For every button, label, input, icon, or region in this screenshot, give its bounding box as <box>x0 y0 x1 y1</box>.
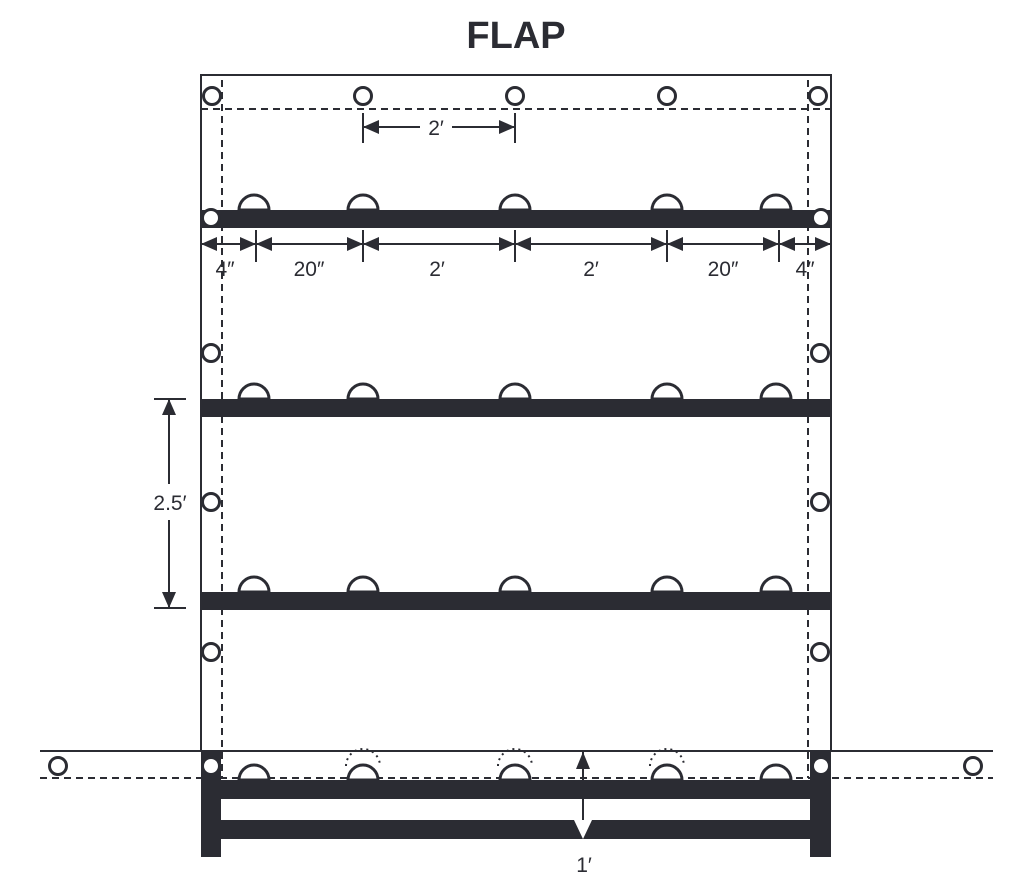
grommet-icon <box>657 86 677 106</box>
grommet-icon <box>810 492 830 512</box>
dotted-ring-outline <box>497 748 533 767</box>
arrowhead-down <box>162 592 176 608</box>
dotted-ring-outline <box>649 748 685 767</box>
d-ring-icon <box>237 193 271 212</box>
dotted-ring-outline <box>345 748 381 767</box>
diagram-title: FLAP <box>466 15 565 57</box>
grommet-icon <box>810 642 830 662</box>
arrowhead-up <box>576 752 590 769</box>
d-ring-icon <box>498 193 532 212</box>
row-dim-label-3: 2′ <box>429 258 445 281</box>
arrowhead-right <box>240 237 256 251</box>
d-ring-icon <box>237 763 271 782</box>
arrowhead-up <box>162 399 176 415</box>
base-bar-upper <box>201 780 831 799</box>
row-dim-label-6: 4″ <box>795 258 815 281</box>
strap-bar <box>201 399 831 417</box>
arrowhead-left <box>515 237 531 251</box>
d-ring-icon <box>237 575 271 594</box>
d-ring-icon <box>346 193 380 212</box>
row-dim-label-1: 4″ <box>215 258 235 281</box>
arrowhead-left <box>779 237 795 251</box>
arrowhead-right <box>499 237 515 251</box>
grommet-icon <box>811 208 831 228</box>
arrowhead-left <box>363 120 379 134</box>
arrowhead-left <box>667 237 683 251</box>
d-ring-icon <box>346 575 380 594</box>
strap-bar <box>201 592 831 610</box>
grommet-icon <box>810 343 830 363</box>
d-ring-icon <box>650 763 684 782</box>
grommet-icon <box>202 86 222 106</box>
d-ring-icon <box>498 575 532 594</box>
arrowhead-right <box>763 237 779 251</box>
flap-structure <box>40 74 993 857</box>
grommet-icon <box>963 756 983 776</box>
grommet-icon <box>48 756 68 776</box>
d-ring-icon <box>650 575 684 594</box>
arrowhead-down-white <box>574 820 592 839</box>
d-ring-icon <box>346 382 380 401</box>
arrowhead-right <box>651 237 667 251</box>
d-ring-icon <box>237 382 271 401</box>
grommet-icon <box>201 642 221 662</box>
grommet-icon <box>353 86 373 106</box>
d-ring-icon <box>759 763 793 782</box>
vertical-spacing-label: 2.5′ <box>153 492 186 515</box>
d-ring-icon <box>498 382 532 401</box>
grommet-icon <box>811 756 831 776</box>
strap-bar <box>201 210 831 228</box>
arrowhead-left <box>363 237 379 251</box>
arrowhead-right <box>499 120 515 134</box>
grommet-icon <box>201 492 221 512</box>
d-ring-icon <box>759 193 793 212</box>
d-ring-icon <box>650 193 684 212</box>
d-ring-icon <box>498 763 532 782</box>
d-ring-icon <box>346 763 380 782</box>
top-spacing-label: 2′ <box>428 117 444 140</box>
d-ring-icon <box>759 382 793 401</box>
row-dim-label-2: 20″ <box>294 258 325 281</box>
arrowhead-left <box>201 237 217 251</box>
d-ring-icon <box>759 575 793 594</box>
grommet-icon <box>201 343 221 363</box>
grommet-icon <box>201 208 221 228</box>
row-dim-label-4: 2′ <box>583 258 599 281</box>
grommet-icon <box>808 86 828 106</box>
base-bar-lower <box>201 820 831 839</box>
grommet-icon <box>201 756 221 776</box>
arrowhead-left <box>256 237 272 251</box>
arrowhead-right <box>815 237 831 251</box>
row-dim-label-5: 20″ <box>708 258 739 281</box>
bottom-height-label: 1′ <box>576 854 592 877</box>
d-ring-icon <box>650 382 684 401</box>
grommet-icon <box>505 86 525 106</box>
arrowhead-right <box>347 237 363 251</box>
